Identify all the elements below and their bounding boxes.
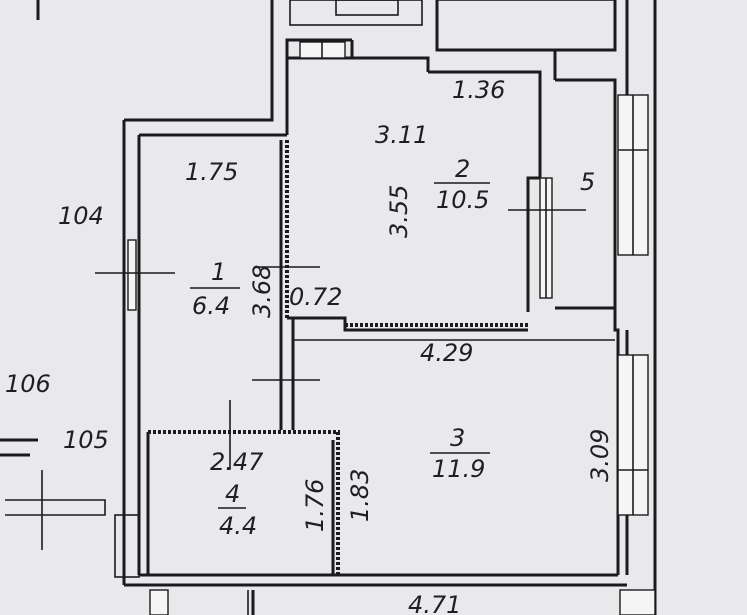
- dim-1-75: 1.75: [185, 158, 238, 186]
- room-1-number: 1: [211, 258, 226, 286]
- room-4: 2.47 4 4.4 1.76 1.83: [210, 448, 374, 540]
- room-5-number: 5: [580, 168, 595, 196]
- dim-1-36: 1.36: [452, 76, 505, 104]
- dim-2-47: 2.47: [210, 448, 264, 476]
- outer-walls: [0, 0, 657, 615]
- interior-walls: [114, 140, 615, 578]
- area-bars: [190, 182, 490, 509]
- dim-0-72: 0.72: [289, 283, 342, 311]
- dim-3-11: 3.11: [375, 121, 428, 149]
- room-3-number: 3: [450, 424, 465, 452]
- room-2-number: 2: [455, 155, 470, 183]
- dim-4-29: 4.29: [420, 339, 473, 367]
- room-5: 5: [580, 168, 595, 196]
- dim-3-09: 3.09: [586, 429, 614, 482]
- room-104-label: 104: [58, 202, 104, 230]
- room-2: 3.11 1.36 2 10.5 3.55: [375, 76, 505, 238]
- room-106-label: 106: [5, 370, 51, 398]
- room-2-area: 10.5: [436, 186, 489, 214]
- windows: [127, 41, 656, 615]
- room-4-area: 4.4: [219, 512, 257, 540]
- room-3-area: 11.9: [432, 455, 485, 483]
- dim-3-55: 3.55: [385, 185, 413, 238]
- bottom-dimension: 4.71: [408, 591, 461, 615]
- room-1: 1 6.4 1.75 3.68 0.72: [185, 158, 342, 320]
- room-4-number: 4: [225, 480, 240, 508]
- room-105-label: 105: [63, 426, 109, 454]
- dim-1-83: 1.83: [346, 469, 374, 522]
- dim-4-71: 4.71: [408, 591, 461, 615]
- room-3: 4.29 3 11.9 3.09: [420, 339, 614, 483]
- section-marks: [41, 209, 586, 615]
- room-1-area: 6.4: [192, 292, 230, 320]
- dim-1-76: 1.76: [301, 479, 329, 532]
- dim-3-68: 3.68: [248, 265, 276, 318]
- outside-labels: 104 106 105: [5, 202, 109, 454]
